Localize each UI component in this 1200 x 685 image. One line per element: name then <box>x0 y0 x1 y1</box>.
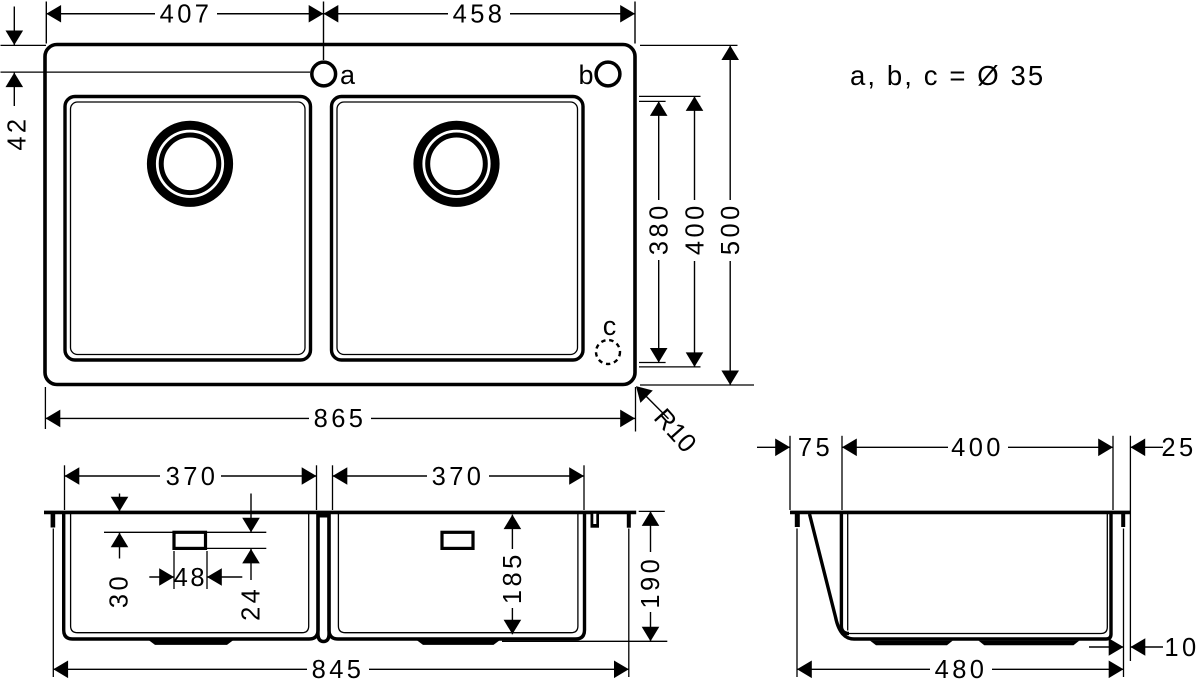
svg-text:845: 845 <box>312 656 365 684</box>
svg-text:a: a <box>340 60 356 90</box>
svg-text:185: 185 <box>499 551 527 604</box>
svg-text:a, b, c = Ø 35: a, b, c = Ø 35 <box>850 60 1045 91</box>
svg-text:c: c <box>603 311 617 341</box>
svg-text:400: 400 <box>681 202 709 255</box>
svg-text:48: 48 <box>174 564 208 592</box>
svg-text:370: 370 <box>432 463 485 491</box>
svg-text:42: 42 <box>3 116 31 151</box>
svg-text:30: 30 <box>105 573 133 608</box>
svg-text:458: 458 <box>453 1 506 29</box>
svg-text:380: 380 <box>645 202 673 255</box>
svg-text:10: 10 <box>1164 634 1199 662</box>
svg-text:500: 500 <box>717 202 745 255</box>
svg-text:370: 370 <box>166 463 219 491</box>
svg-text:25: 25 <box>1161 434 1196 462</box>
svg-text:480: 480 <box>935 656 988 684</box>
svg-text:24: 24 <box>238 586 266 621</box>
svg-text:b: b <box>578 60 593 90</box>
svg-text:407: 407 <box>160 1 213 29</box>
svg-text:190: 190 <box>637 556 665 609</box>
svg-text:400: 400 <box>951 434 1004 462</box>
svg-text:75: 75 <box>798 434 833 462</box>
svg-text:865: 865 <box>314 405 367 433</box>
